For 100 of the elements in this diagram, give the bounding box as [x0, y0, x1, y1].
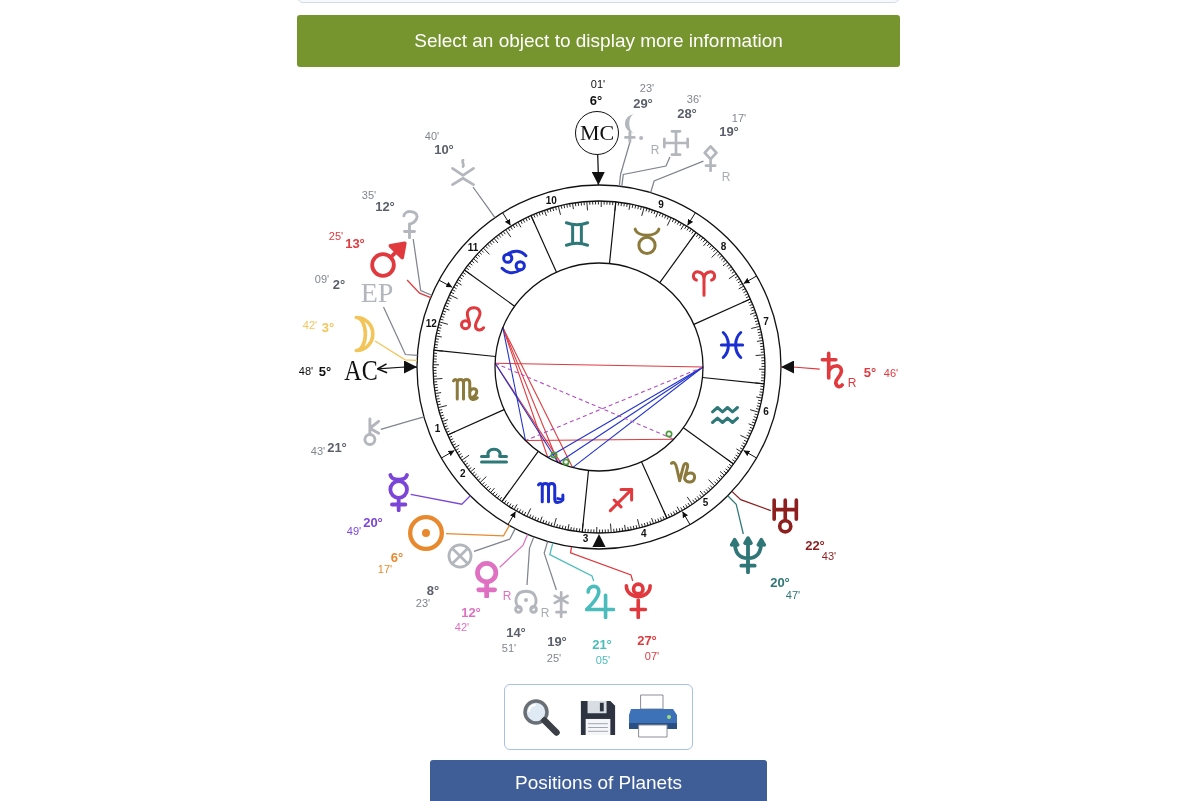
house-number: 1 — [434, 424, 441, 434]
double-arrow — [376, 360, 418, 374]
degree-label: 12° — [461, 605, 481, 619]
degree-label: 5° — [318, 364, 332, 378]
arcminute-label: 35' — [361, 189, 377, 201]
degree-label: 5° — [863, 365, 877, 379]
leader-line — [727, 495, 744, 535]
arcminute-label: 09' — [314, 273, 330, 285]
degree-label: 29° — [633, 96, 653, 110]
leader-line — [412, 238, 433, 296]
midheaven-circle: MC — [575, 111, 619, 155]
degree-label: 10° — [434, 142, 454, 156]
degree-label: 6° — [390, 550, 404, 564]
arcminute-label: 17' — [731, 112, 747, 124]
moon-icon — [352, 315, 376, 353]
mercury-icon — [387, 472, 411, 512]
arcminute-label: 25' — [328, 230, 344, 242]
arcminute-label: 23' — [415, 597, 431, 609]
degree-label: 20° — [363, 515, 383, 529]
house-number: 3 — [582, 534, 589, 545]
leader-line — [731, 490, 772, 512]
leader-line — [445, 524, 511, 537]
degree-label: 20° — [770, 575, 790, 589]
instruction-bar: Select an object to display more information — [297, 15, 900, 67]
degree-label: 27° — [637, 633, 657, 647]
arcminute-label: 25' — [546, 652, 562, 664]
retrograde-mark: R — [650, 144, 660, 156]
degree-label: 3° — [321, 320, 335, 334]
chiron-icon — [363, 417, 381, 447]
arrow — [591, 154, 605, 186]
house-number: 11 — [467, 243, 479, 254]
leader-line — [499, 533, 529, 568]
degree-label: 12° — [375, 199, 395, 213]
arcminute-label: 43' — [821, 550, 837, 562]
arcminute-label: 47' — [785, 589, 801, 601]
degree-label: 2° — [332, 277, 346, 291]
leader-line — [621, 156, 671, 188]
lilith-icon — [623, 113, 645, 143]
house-number: 12 — [425, 319, 437, 330]
leader-line — [382, 306, 419, 356]
house-number: 2 — [459, 468, 466, 479]
point-label: EP — [360, 279, 394, 307]
leader-line — [650, 160, 705, 194]
neptune-icon — [728, 534, 768, 574]
pallas-icon — [703, 144, 719, 172]
part-of-fortune-icon — [446, 542, 474, 570]
retrograde-mark: R — [540, 607, 550, 619]
arcminute-label: 51' — [501, 642, 517, 654]
degree-label: 14° — [506, 625, 526, 639]
arcminute-label: 48' — [298, 365, 314, 377]
saturn-icon — [819, 351, 845, 389]
degree-label: 19° — [719, 124, 739, 138]
ceres-icon — [402, 209, 420, 239]
section-tab: Positions of Planets — [430, 760, 767, 801]
degree-label: 21° — [592, 637, 612, 651]
arcminute-label: 43' — [310, 445, 326, 457]
leader-line — [473, 527, 516, 552]
arcminute-label: 01' — [590, 78, 606, 90]
arcminute-label: 36' — [686, 93, 702, 105]
leader-line — [543, 540, 558, 591]
arcminute-label: 46' — [883, 367, 899, 379]
retrograde-mark: R — [847, 377, 857, 389]
arcminute-label: 49' — [346, 525, 362, 537]
house-number: 9 — [658, 200, 664, 211]
arcminute-label: 05' — [595, 654, 611, 666]
venus-icon — [474, 560, 500, 598]
juno-icon — [552, 590, 570, 618]
arcminute-label: 42' — [302, 319, 318, 331]
leader-line — [374, 340, 418, 361]
house-number: 6 — [763, 406, 769, 417]
cross-icon — [662, 129, 690, 157]
degree-label: 19° — [547, 634, 567, 648]
house-number: 10 — [545, 195, 557, 206]
arcminute-label: 17' — [377, 563, 393, 575]
house-number: 7 — [763, 317, 769, 328]
uranus-icon — [770, 497, 800, 535]
vesta-icon — [449, 159, 477, 187]
leader-line — [618, 142, 631, 187]
leader-line — [569, 546, 634, 582]
retrograde-mark: R — [721, 171, 731, 183]
ascendant-label: AC — [344, 355, 378, 385]
house-number: 5 — [702, 498, 709, 509]
degree-label: 6° — [589, 93, 603, 107]
degree-label: 13° — [345, 236, 365, 250]
mars-icon — [368, 240, 408, 280]
leader-line — [406, 279, 432, 299]
leader-line — [549, 542, 595, 582]
arcminute-label: 40' — [424, 130, 440, 142]
pluto-icon — [623, 581, 653, 619]
degree-label: 21° — [327, 440, 347, 454]
degree-label: 28° — [677, 106, 697, 120]
house-number: 8 — [720, 241, 727, 252]
house-number: 4 — [641, 529, 647, 540]
arrow — [780, 360, 821, 374]
degree-label: 22° — [805, 538, 825, 552]
arcminute-label: 07' — [644, 650, 660, 662]
leader-line — [380, 416, 425, 431]
sun-icon — [406, 513, 446, 553]
chart-wheel — [416, 184, 782, 550]
leader-line — [410, 493, 471, 505]
